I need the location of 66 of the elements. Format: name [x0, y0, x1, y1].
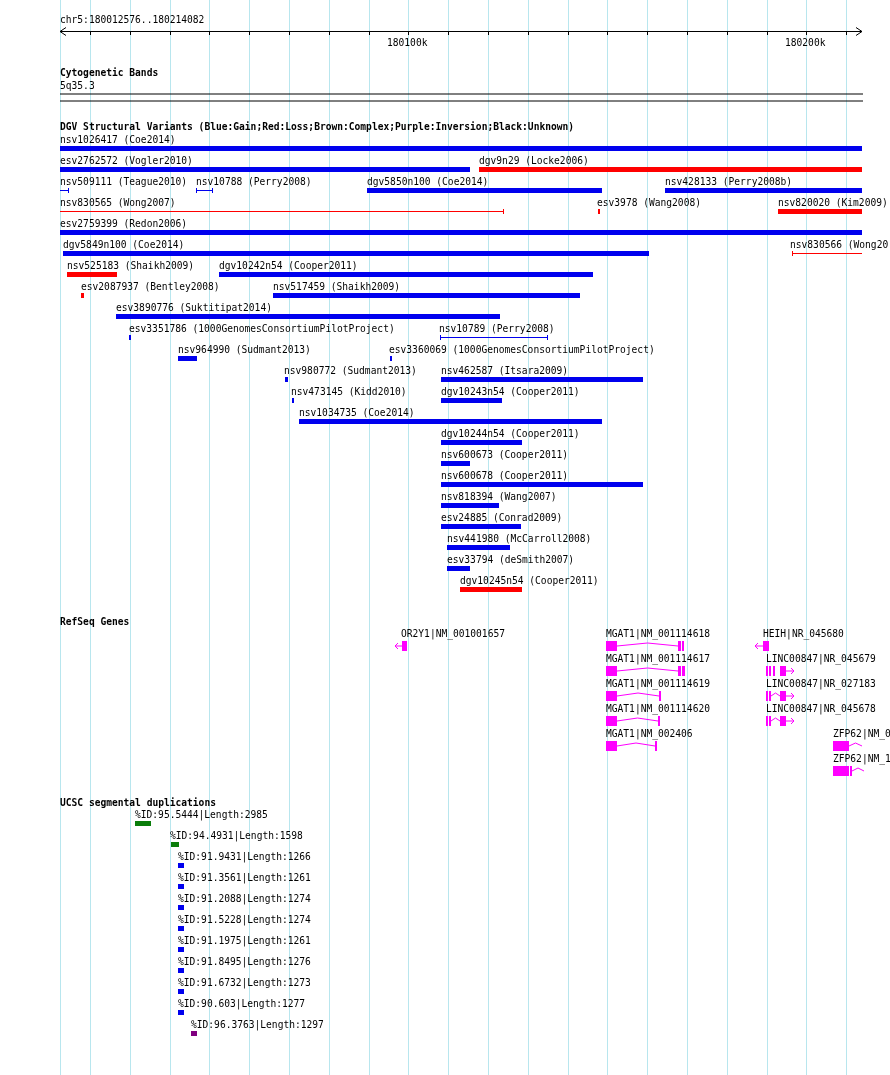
variant-label: dgv5849n100 (Coe2014) [63, 239, 185, 251]
variant-label: esv3351786 (1000GenomesConsortiumPilotProject) [129, 323, 395, 335]
variant-label: nsv428133 (Perry2008b) [665, 176, 793, 188]
gene-label: ZFP62|NM_0 [833, 728, 890, 740]
variant-label: nsv964990 (Sudmant2013) [178, 344, 311, 356]
gene-label: MGAT1|NM_002406 [606, 728, 693, 740]
gene-label: MGAT1|NM_001114619 [606, 678, 710, 690]
variant-label: dgv9n29 (Locke2006) [479, 155, 589, 167]
variant-label: nsv1034735 (Coe2014) [299, 407, 415, 419]
variant-label: dgv10244n54 (Cooper2011) [441, 428, 580, 440]
duplication-label: %ID:91.6732|Length:1273 [178, 977, 311, 989]
variant-label: nsv1026417 (Coe2014) [60, 134, 176, 146]
coordinate-range: chr5:180012576..180214082 [60, 14, 205, 26]
gene-label: MGAT1|NM_001114618 [606, 628, 710, 640]
variant-label: nsv830566 (Wong20 [790, 239, 889, 251]
scale-tick-label: 180100k [387, 37, 428, 49]
gene-label: LINC00847|NR_045679 [766, 653, 876, 665]
scale-tick-label: 180200k [785, 37, 826, 49]
duplication-label: %ID:91.8495|Length:1276 [178, 956, 311, 968]
variant-label: dgv10245n54 (Cooper2011) [460, 575, 599, 587]
band-label: 5q35.3 [60, 80, 95, 92]
variant-label: nsv600678 (Cooper2011) [441, 470, 569, 482]
gene-label: MGAT1|NM_001114620 [606, 703, 710, 715]
variant-label: esv2087937 (Bentley2008) [81, 281, 220, 293]
duplication-label: %ID:90.603|Length:1277 [178, 998, 306, 1010]
duplication-label: %ID:94.4931|Length:1598 [170, 830, 303, 842]
duplication-label: %ID:91.5228|Length:1274 [178, 914, 311, 926]
gene-label: LINC00847|NR_045678 [766, 703, 876, 715]
track-title: UCSC segmental duplications [60, 797, 216, 809]
variant-label: dgv5850n100 (Coe2014) [367, 176, 489, 188]
variant-label: nsv820020 (Kim2009) [778, 197, 888, 209]
variant-label: nsv10789 (Perry2008) [439, 323, 555, 335]
variant-label: nsv830565 (Wong2007) [60, 197, 176, 209]
duplication-label: %ID:91.1975|Length:1261 [178, 935, 311, 947]
gene-label: ZFP62|NM_1 [833, 753, 890, 765]
duplication-label: %ID:91.9431|Length:1266 [178, 851, 311, 863]
duplication-label: %ID:91.2088|Length:1274 [178, 893, 311, 905]
variant-label: esv3890776 (Suktitipat2014) [116, 302, 272, 314]
gene-label: LINC00847|NR_027183 [766, 678, 876, 690]
variant-label: nsv517459 (Shaikh2009) [273, 281, 401, 293]
variant-label: dgv10243n54 (Cooper2011) [441, 386, 580, 398]
variant-label: esv2759399 (Redon2006) [60, 218, 188, 230]
variant-label: esv2762572 (Vogler2010) [60, 155, 193, 167]
variant-label: esv33794 (deSmith2007) [447, 554, 575, 566]
duplication-label: %ID:91.3561|Length:1261 [178, 872, 311, 884]
variant-label: dgv10242n54 (Cooper2011) [219, 260, 358, 272]
track-title: Cytogenetic Bands [60, 67, 159, 79]
variant-label: esv3360069 (1000GenomesConsortiumPilotProject) [389, 344, 655, 356]
variant-label: nsv818394 (Wang2007) [441, 491, 557, 503]
variant-label: esv3978 (Wang2008) [597, 197, 701, 209]
variant-label: nsv462587 (Itsara2009) [441, 365, 569, 377]
variant-label: nsv980772 (Sudmant2013) [284, 365, 417, 377]
track-title: RefSeq Genes [60, 616, 130, 628]
variant-label: nsv473145 (Kidd2010) [291, 386, 407, 398]
variant-label: nsv509111 (Teague2010) [60, 176, 188, 188]
variant-label: nsv600673 (Cooper2011) [441, 449, 569, 461]
variant-label: nsv441980 (McCarroll2008) [447, 533, 592, 545]
duplication-label: %ID:95.5444|Length:2985 [135, 809, 268, 821]
variant-label: nsv525183 (Shaikh2009) [67, 260, 195, 272]
track-title: DGV Structural Variants (Blue:Gain;Red:Loss;Brown:Complex;Purple:Inversion;Black:Unknown) [60, 121, 575, 133]
duplication-label: %ID:96.3763|Length:1297 [191, 1019, 324, 1031]
variant-label: nsv10788 (Perry2008) [196, 176, 312, 188]
gene-label: MGAT1|NM_001114617 [606, 653, 710, 665]
gene-label: OR2Y1|NM_001001657 [401, 628, 505, 640]
gene-label: HEIH|NR_045680 [763, 628, 844, 640]
variant-label: esv24885 (Conrad2009) [441, 512, 563, 524]
